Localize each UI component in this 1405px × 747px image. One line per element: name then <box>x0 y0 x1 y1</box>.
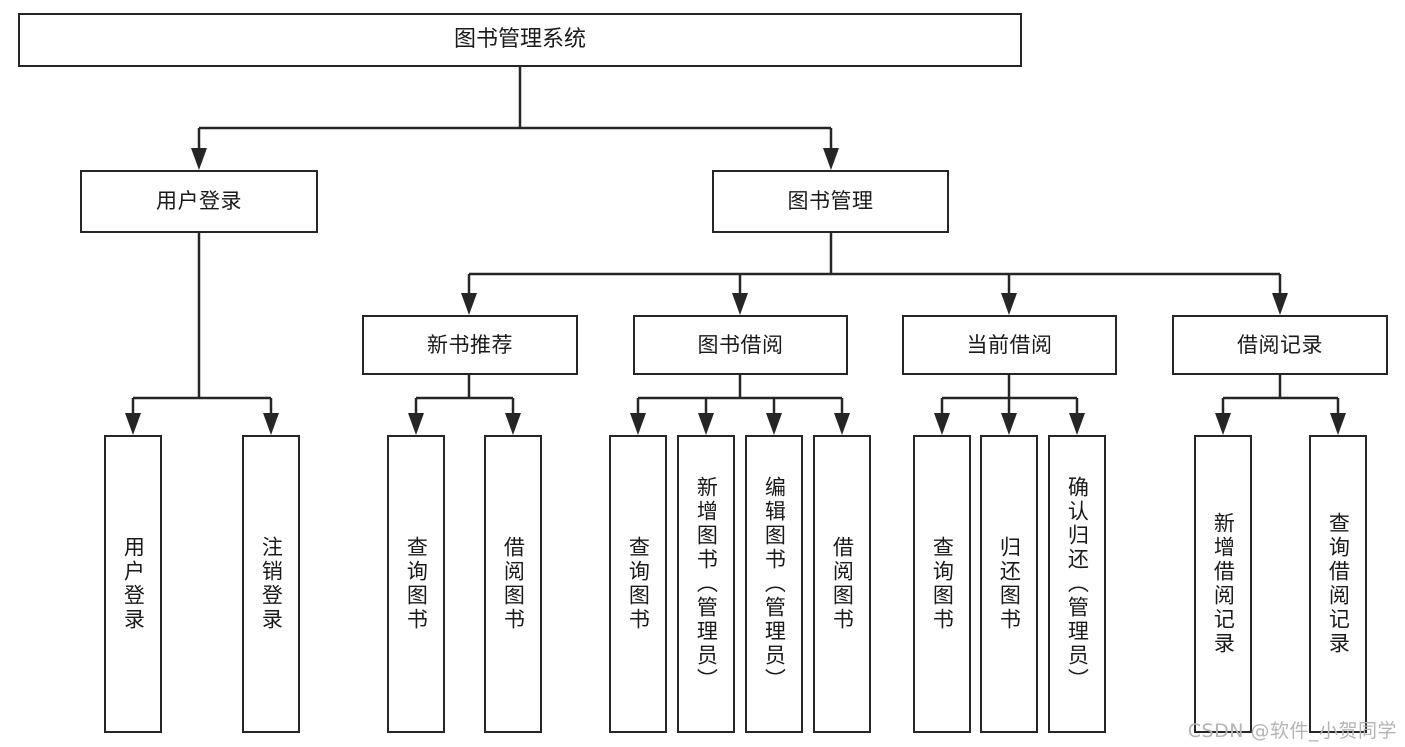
leaf-user-login-label: 用户登录 <box>121 536 146 632</box>
node-root-system-label: 图书管理系统 <box>453 27 586 53</box>
leaf-query-book-3-label: 查询图书 <box>930 536 955 632</box>
leaf-borrow-book-2[interactable]: 借阅图书 <box>813 435 871 733</box>
leaf-query-book-2[interactable]: 查询图书 <box>609 435 667 733</box>
leaf-add-record-label: 新增借阅记录 <box>1211 512 1236 656</box>
node-root-system[interactable]: 图书管理系统 <box>18 13 1022 67</box>
arrowhead-leaf-borrow-book-2 <box>834 413 850 435</box>
node-new-book-recommend-label: 新书推荐 <box>427 332 513 357</box>
leaf-confirm-return[interactable]: 确认归还（管理员） <box>1048 435 1106 733</box>
arrowhead-leaf-add-record <box>1215 413 1231 435</box>
arrowhead-leaf-edit-book <box>766 413 782 435</box>
node-book-borrow-label: 图书借阅 <box>697 332 784 357</box>
leaf-logout-login-label: 注销登录 <box>259 536 284 632</box>
arrowhead-leaf-query-book-1 <box>408 413 424 435</box>
arrowhead-leaf-borrow-book-1 <box>505 413 521 435</box>
node-book-manage-label: 图书管理 <box>787 189 874 214</box>
arrowhead-book-borrow <box>732 293 748 315</box>
leaf-add-book-label: 新增图书（管理员） <box>694 476 719 692</box>
arrowhead-user-login <box>191 148 207 170</box>
node-user-login-label: 用户登录 <box>156 189 242 214</box>
leaf-add-book[interactable]: 新增图书（管理员） <box>677 435 735 733</box>
arrowhead-leaf-return-book <box>1001 413 1017 435</box>
leaf-query-book-1[interactable]: 查询图书 <box>387 435 445 733</box>
arrowhead-borrow-record <box>1272 293 1288 315</box>
node-current-borrow-label: 当前借阅 <box>966 332 1053 357</box>
leaf-query-book-2-label: 查询图书 <box>626 536 651 632</box>
leaf-borrow-book-1-label: 借阅图书 <box>501 536 526 632</box>
leaf-borrow-book-1[interactable]: 借阅图书 <box>484 435 542 733</box>
node-current-borrow[interactable]: 当前借阅 <box>902 315 1117 375</box>
arrowhead-leaf-confirm-return <box>1069 413 1085 435</box>
leaf-logout-login[interactable]: 注销登录 <box>242 435 300 733</box>
leaf-confirm-return-label: 确认归还（管理员） <box>1065 476 1090 692</box>
node-book-borrow[interactable]: 图书借阅 <box>633 315 848 375</box>
leaf-query-book-3[interactable]: 查询图书 <box>913 435 971 733</box>
arrowhead-leaf-user-login <box>125 413 141 435</box>
arrowhead-leaf-logout-login <box>263 413 279 435</box>
leaf-edit-book[interactable]: 编辑图书（管理员） <box>745 435 803 733</box>
arrowhead-leaf-add-book <box>698 413 714 435</box>
leaf-borrow-book-2-label: 借阅图书 <box>830 536 855 632</box>
node-new-book-recommend[interactable]: 新书推荐 <box>362 315 578 375</box>
leaf-return-book-label: 归还图书 <box>997 536 1022 632</box>
leaf-user-login[interactable]: 用户登录 <box>104 435 162 733</box>
leaf-query-book-1-label: 查询图书 <box>404 536 429 632</box>
leaf-return-book[interactable]: 归还图书 <box>980 435 1038 733</box>
node-user-login[interactable]: 用户登录 <box>80 170 318 233</box>
arrowhead-leaf-query-book-2 <box>630 413 646 435</box>
node-borrow-record-label: 借阅记录 <box>1237 332 1323 357</box>
leaf-query-record-label: 查询借阅记录 <box>1326 512 1351 656</box>
arrowhead-new-book-recommend <box>461 293 477 315</box>
node-borrow-record[interactable]: 借阅记录 <box>1172 315 1388 375</box>
arrowhead-book-manage <box>823 148 839 170</box>
arrowhead-leaf-query-record <box>1330 413 1346 435</box>
leaf-add-record[interactable]: 新增借阅记录 <box>1194 435 1252 733</box>
arrowhead-current-borrow <box>1001 293 1017 315</box>
leaf-edit-book-label: 编辑图书（管理员） <box>762 476 787 692</box>
leaf-query-record[interactable]: 查询借阅记录 <box>1309 435 1367 733</box>
node-book-manage[interactable]: 图书管理 <box>712 170 949 233</box>
arrowhead-leaf-query-book-3 <box>934 413 950 435</box>
